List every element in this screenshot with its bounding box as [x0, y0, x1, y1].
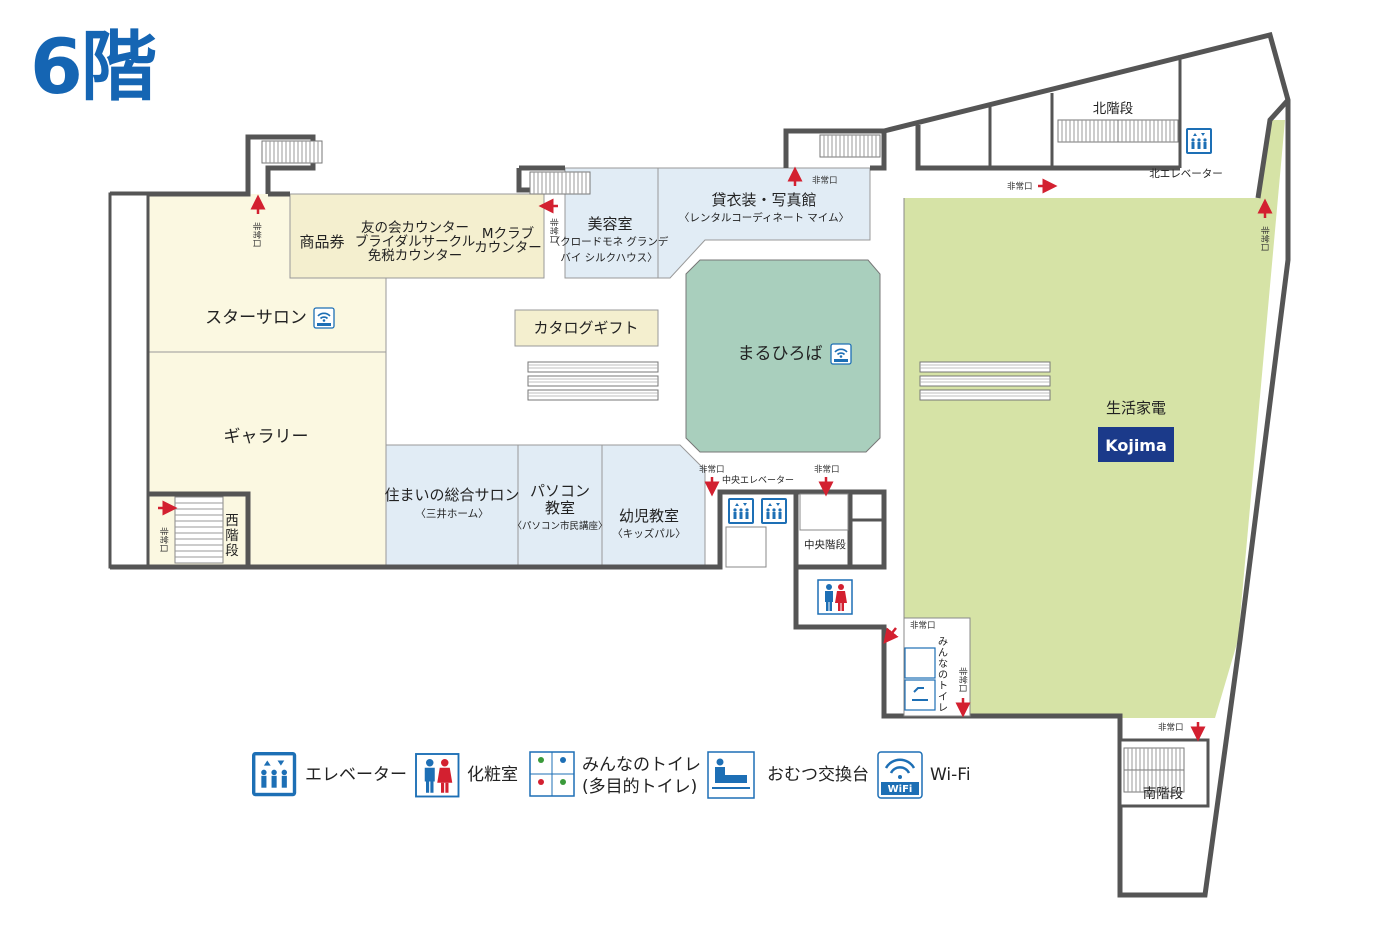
svg-text:ん: ん — [938, 647, 948, 659]
maruhiroba-area — [685, 259, 881, 453]
room-tomonokai-line1: 友の会カウンター — [361, 220, 469, 236]
exit-label: 非常口 — [158, 527, 169, 553]
elevator-icon — [728, 498, 754, 524]
svg-text:Wi-Fi: Wi-Fi — [930, 765, 971, 785]
chuo-ev-label: 中央エレベーター — [722, 474, 794, 486]
exit-label: 非常口 — [1007, 181, 1033, 192]
room-pc-line1: パソコン — [530, 482, 590, 500]
room-pc-line2: 教室 — [545, 499, 575, 517]
exit-label: 非常口 — [1259, 226, 1270, 252]
svg-text:レ: レ — [938, 703, 948, 714]
room-catalog-gift: カタログギフト — [533, 319, 638, 337]
kita-ev-label: 北エレベーター — [1149, 168, 1223, 180]
room-maruhiroba: まるひろば — [738, 344, 823, 364]
svg-text:イ: イ — [938, 692, 948, 703]
svg-text:みんなのトイレ: みんなのトイレ — [582, 755, 701, 775]
nishi-kaidan-char2: 階 — [225, 528, 239, 544]
svg-text:の: の — [938, 670, 948, 681]
room-biyoshitsu: 美容室 — [587, 215, 632, 233]
room-shohinken: 商品券 — [299, 233, 344, 251]
nishi-kaidan-char3: 段 — [225, 543, 239, 559]
nishi-kaidan-char1: 西 — [225, 513, 239, 529]
svg-text:ト: ト — [938, 681, 948, 692]
minami-kaidan-label: 南階段 — [1143, 786, 1184, 802]
room-mclub-line1: Mクラブ — [482, 225, 535, 242]
legend-elevator: エレベーター — [252, 752, 407, 797]
exit-label: 非常口 — [814, 464, 840, 475]
legend: エレベーター 化粧室 みんなのトイレ (多目的トイレ) おむつ交換台 — [252, 751, 971, 799]
svg-text:おむつ交換台: おむつ交換台 — [767, 765, 869, 785]
room-yoji: 幼児教室 — [619, 507, 679, 525]
exit-label: 非常口 — [1158, 722, 1184, 733]
room-star-salon: スターサロン — [205, 308, 307, 328]
legend-multipurpose-toilet: みんなのトイレ (多目的トイレ) — [529, 751, 701, 797]
brand-logo — [1098, 427, 1174, 462]
elevator-icon — [1186, 128, 1212, 154]
brand-logo-text: Kojima — [1105, 436, 1167, 455]
svg-text:WiFi: WiFi — [888, 784, 913, 795]
legend-diaper: おむつ交換台 — [707, 751, 869, 799]
room-tomonokai-line3: 免税カウンター — [368, 248, 463, 264]
room-seikatsu-kaden: 生活家電 — [1106, 399, 1166, 417]
legend-wifi: WiFi Wi-Fi — [877, 751, 971, 799]
room-sumai: 住まいの総合サロン — [384, 486, 519, 504]
restroom-icon — [817, 579, 853, 615]
svg-text:(多目的トイレ): (多目的トイレ) — [582, 777, 697, 797]
exit-label: 非常口 — [251, 222, 262, 248]
minna-toilet-vertical-label: み ん な の ト イ レ — [938, 637, 948, 714]
room-yoji-sub: 〈キッズパル〉 — [612, 527, 686, 540]
svg-text:エレベーター: エレベーター — [305, 765, 407, 785]
svg-text:化粧室: 化粧室 — [467, 765, 518, 785]
kita-kaidan-label: 北階段 — [1093, 101, 1134, 117]
room-sumai-sub: 〈三井ホーム〉 — [415, 507, 488, 520]
wifi-icon — [830, 343, 852, 365]
exit-label: 非常口 — [548, 218, 559, 244]
svg-text:な: な — [938, 658, 948, 670]
multipurpose-toilet-icon — [904, 647, 936, 679]
room-gallery: ギャラリー — [224, 427, 309, 447]
floor-title: 6階 — [30, 22, 157, 111]
room-tomonokai-line2: ブライダルサークル — [355, 233, 476, 250]
catalog-gift-area — [514, 309, 659, 347]
exit-arrows — [158, 166, 1273, 742]
chuo-kaidan-label: 中央階段 — [804, 538, 846, 551]
exit-label: 非常口 — [812, 175, 838, 186]
elevator-icon — [761, 498, 787, 524]
yoji-area — [601, 444, 706, 568]
wifi-icon — [313, 307, 335, 329]
legend-restroom: 化粧室 — [415, 753, 518, 798]
room-kashiisho: 貸衣装・写真館 — [711, 191, 816, 209]
elevator-icon — [252, 752, 297, 797]
exit-label: 非常口 — [957, 667, 968, 693]
room-mclub-line2: カウンター — [474, 240, 542, 256]
exit-label: 非常口 — [910, 620, 936, 631]
room-pc-sub: 〈パソコン市民講座〉 — [512, 520, 607, 532]
counter-block — [289, 193, 545, 279]
room-biyoshitsu-sub1: 〈クロードモネ グランデ — [550, 235, 669, 248]
exit-label: 非常口 — [699, 464, 725, 475]
diaper-change-icon — [904, 679, 936, 711]
sumai-area — [385, 444, 519, 568]
kaden-area — [904, 120, 1285, 718]
svg-text:み: み — [938, 637, 948, 648]
room-kashiisho-sub: 〈レンタルコーディネート マイム〉 — [679, 211, 849, 224]
restroom-icon — [415, 753, 460, 798]
room-biyoshitsu-sub2: バイ シルクハウス〉 — [560, 252, 657, 264]
